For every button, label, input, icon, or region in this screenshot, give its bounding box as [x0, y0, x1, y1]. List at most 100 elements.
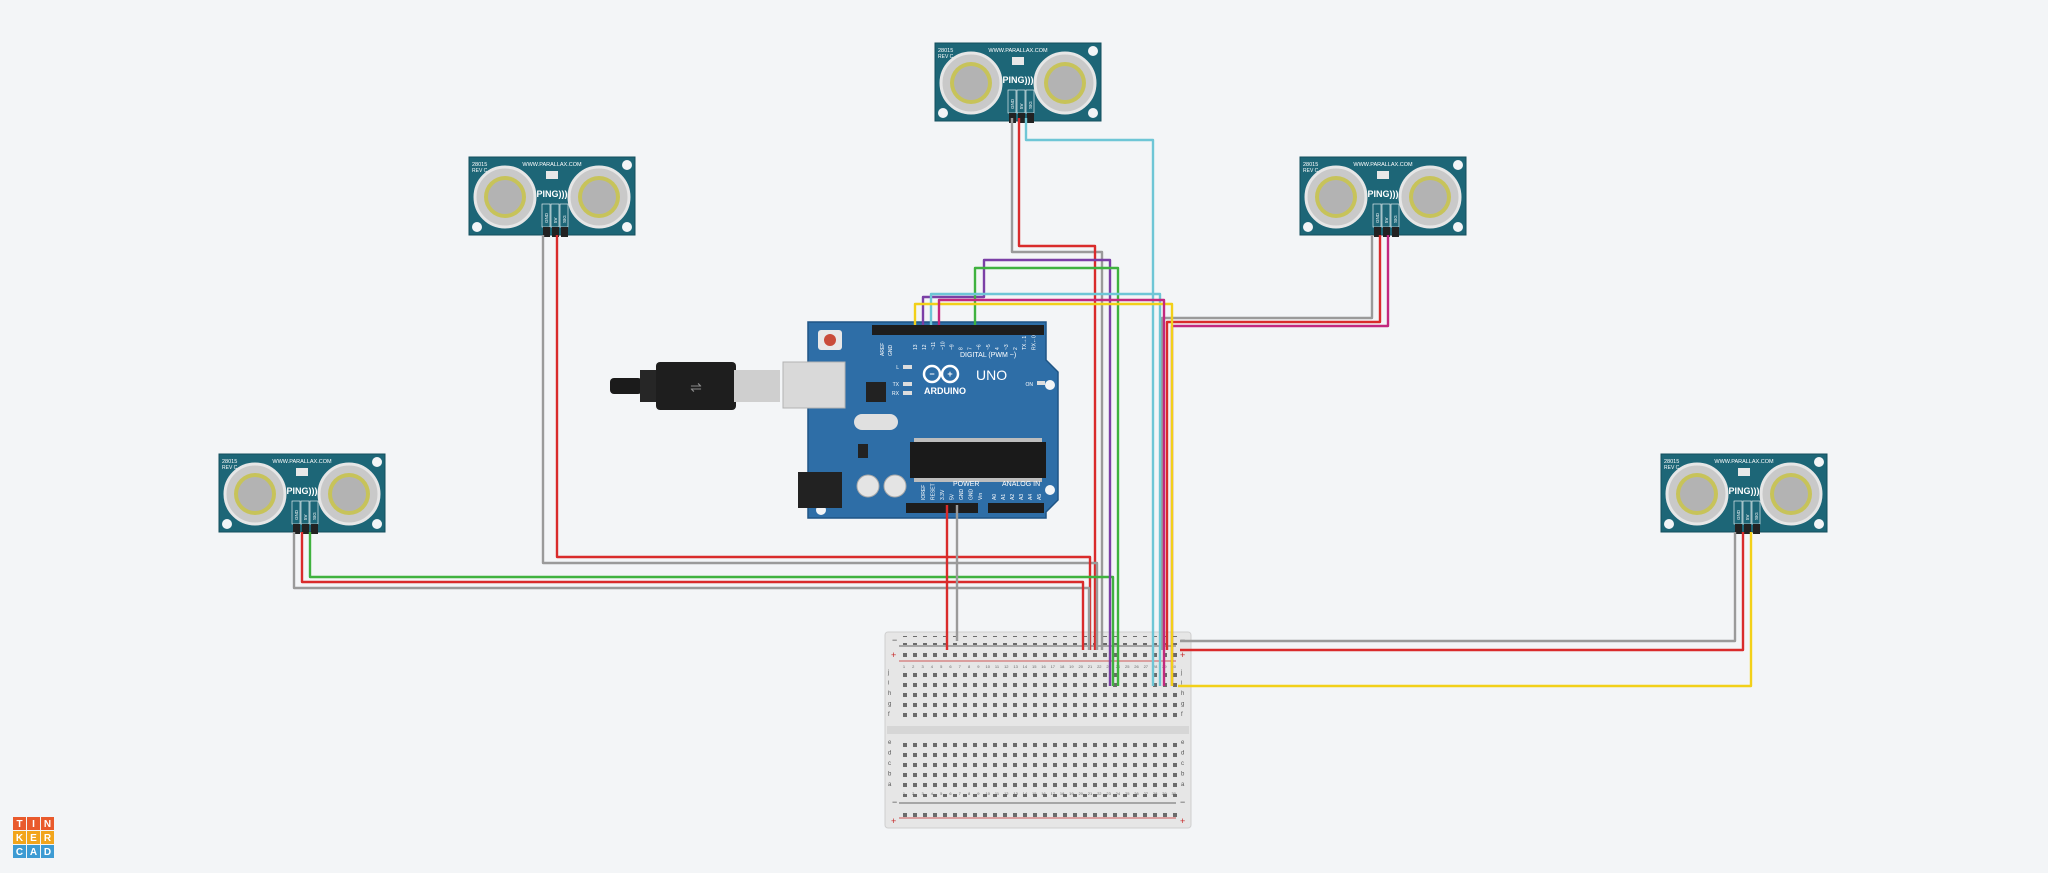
wire-pin-green[interactable]: [973, 266, 1120, 686]
logo-tile: [41, 831, 54, 844]
reset-button[interactable]: [824, 334, 836, 346]
logo-tile: [13, 831, 26, 844]
wire-right-vcc[interactable]: [1180, 532, 1745, 652]
usb-plug[interactable]: [656, 362, 736, 410]
wire-pin-yellow[interactable]: [913, 302, 1174, 686]
column-number: 23: [1106, 791, 1111, 796]
sensor-pin-5v[interactable]: [552, 227, 559, 237]
power-header[interactable]: [906, 503, 978, 513]
sensor-chip: [546, 171, 558, 179]
column-number: 4: [931, 664, 934, 669]
sensor-part-number: 28015: [1664, 459, 1679, 465]
column-number: 28: [1153, 664, 1158, 669]
rail-holes-plus-top: [899, 650, 1177, 659]
l-label: L: [896, 365, 899, 371]
sensor-pin-5v[interactable]: [302, 524, 309, 534]
wire-upper-right-vcc[interactable]: [1165, 235, 1382, 650]
arduino-model: UNO: [976, 367, 1007, 383]
column-number: 4: [931, 791, 934, 796]
mount-hole: [622, 222, 632, 232]
wire-upper-left-gnd[interactable]: [541, 235, 1099, 650]
power-pin-label: GND: [959, 489, 965, 501]
wire-top-vcc[interactable]: [1017, 118, 1097, 650]
wire-right-gnd[interactable]: [1180, 532, 1737, 643]
sensor-pin-5v[interactable]: [1018, 113, 1025, 123]
sensor-part-number: 28015: [938, 48, 953, 54]
analog-pin-label: A5: [1037, 494, 1043, 500]
center-channel: [887, 726, 1189, 734]
arduino-brand: ARDUINO: [924, 386, 966, 396]
column-number: 17: [1051, 791, 1056, 796]
wire-right-sig[interactable]: [1178, 532, 1753, 688]
mount-hole: [372, 457, 382, 467]
mount-hole-right-bottom: [1045, 485, 1055, 495]
mount-hole: [1088, 108, 1098, 118]
digital-header[interactable]: [872, 325, 1044, 335]
usb-cable-end: [610, 378, 642, 394]
usb-chip: [866, 382, 886, 402]
row-letter: e: [1181, 740, 1185, 746]
wire-top-gnd[interactable]: [1010, 118, 1104, 650]
wire-pin-cyan[interactable]: [929, 292, 1162, 686]
usb-icon: ⇌: [690, 379, 702, 395]
sensor-pin-sig[interactable]: [311, 524, 318, 534]
wire-upper-right-gnd[interactable]: [1160, 235, 1374, 650]
dc-power-jack[interactable]: [798, 472, 842, 508]
sensor-pin-5v[interactable]: [1383, 227, 1390, 237]
sensor-pin-sig[interactable]: [561, 227, 568, 237]
on-led: [1037, 381, 1045, 385]
digital-pin-label: 8: [959, 347, 965, 350]
sensor-pin-5v[interactable]: [1744, 524, 1751, 534]
digital-pin-label: 12: [922, 344, 928, 350]
rail-holes-minus-top: [899, 636, 1177, 645]
column-number: 13: [1013, 791, 1018, 796]
column-number: 13: [1013, 664, 1018, 669]
power-pin-label: 3.3V: [940, 489, 946, 500]
row-letter: e: [888, 740, 892, 746]
transducer-mesh: [954, 66, 988, 100]
sensor-pin-sig[interactable]: [1027, 113, 1034, 123]
sensor-pin-gnd[interactable]: [293, 524, 300, 534]
sensor-pin-sig[interactable]: [1753, 524, 1760, 534]
wire-left-vcc[interactable]: [300, 532, 1085, 650]
column-number: 26: [1134, 664, 1139, 669]
sensor-pin-gnd[interactable]: [1735, 524, 1742, 534]
rail-plus-label-bottom-right: +: [1180, 816, 1185, 826]
column-number: 25: [1125, 791, 1130, 796]
analog-pin-label: A4: [1028, 494, 1034, 500]
logo-tile: [27, 845, 40, 858]
terminal-holes-bottom: [899, 738, 1177, 791]
wire-left-gnd[interactable]: [292, 532, 1091, 650]
crystal: [854, 414, 898, 430]
row-letter: b: [888, 772, 892, 778]
tx-led: [903, 382, 912, 386]
sensor-pin-gnd[interactable]: [543, 227, 550, 237]
mount-hole: [1453, 222, 1463, 232]
mount-hole: [472, 222, 482, 232]
digital-pin-label: TX→1: [1022, 336, 1028, 350]
sensor-pin-label-sig: SIG: [1754, 512, 1759, 520]
sensor-pin-label-5v: 5V: [303, 514, 308, 520]
column-number: 25: [1125, 664, 1130, 669]
row-letter: i: [888, 681, 889, 687]
wire-left-sig[interactable]: [308, 532, 1115, 686]
sensor-pin-sig[interactable]: [1392, 227, 1399, 237]
sensor-pin-gnd[interactable]: [1374, 227, 1381, 237]
wire-pin-purple[interactable]: [921, 258, 1112, 686]
rail-plus-label-top-right: +: [1180, 650, 1185, 660]
analog-header[interactable]: [988, 503, 1044, 513]
wire-top-sig[interactable]: [1024, 118, 1155, 686]
mount-hole-right-top: [1045, 380, 1055, 390]
analog-pin-label: A3: [1019, 494, 1025, 500]
analog-pin-label: A0: [992, 494, 998, 500]
wire-pin-magenta[interactable]: [937, 298, 1166, 686]
